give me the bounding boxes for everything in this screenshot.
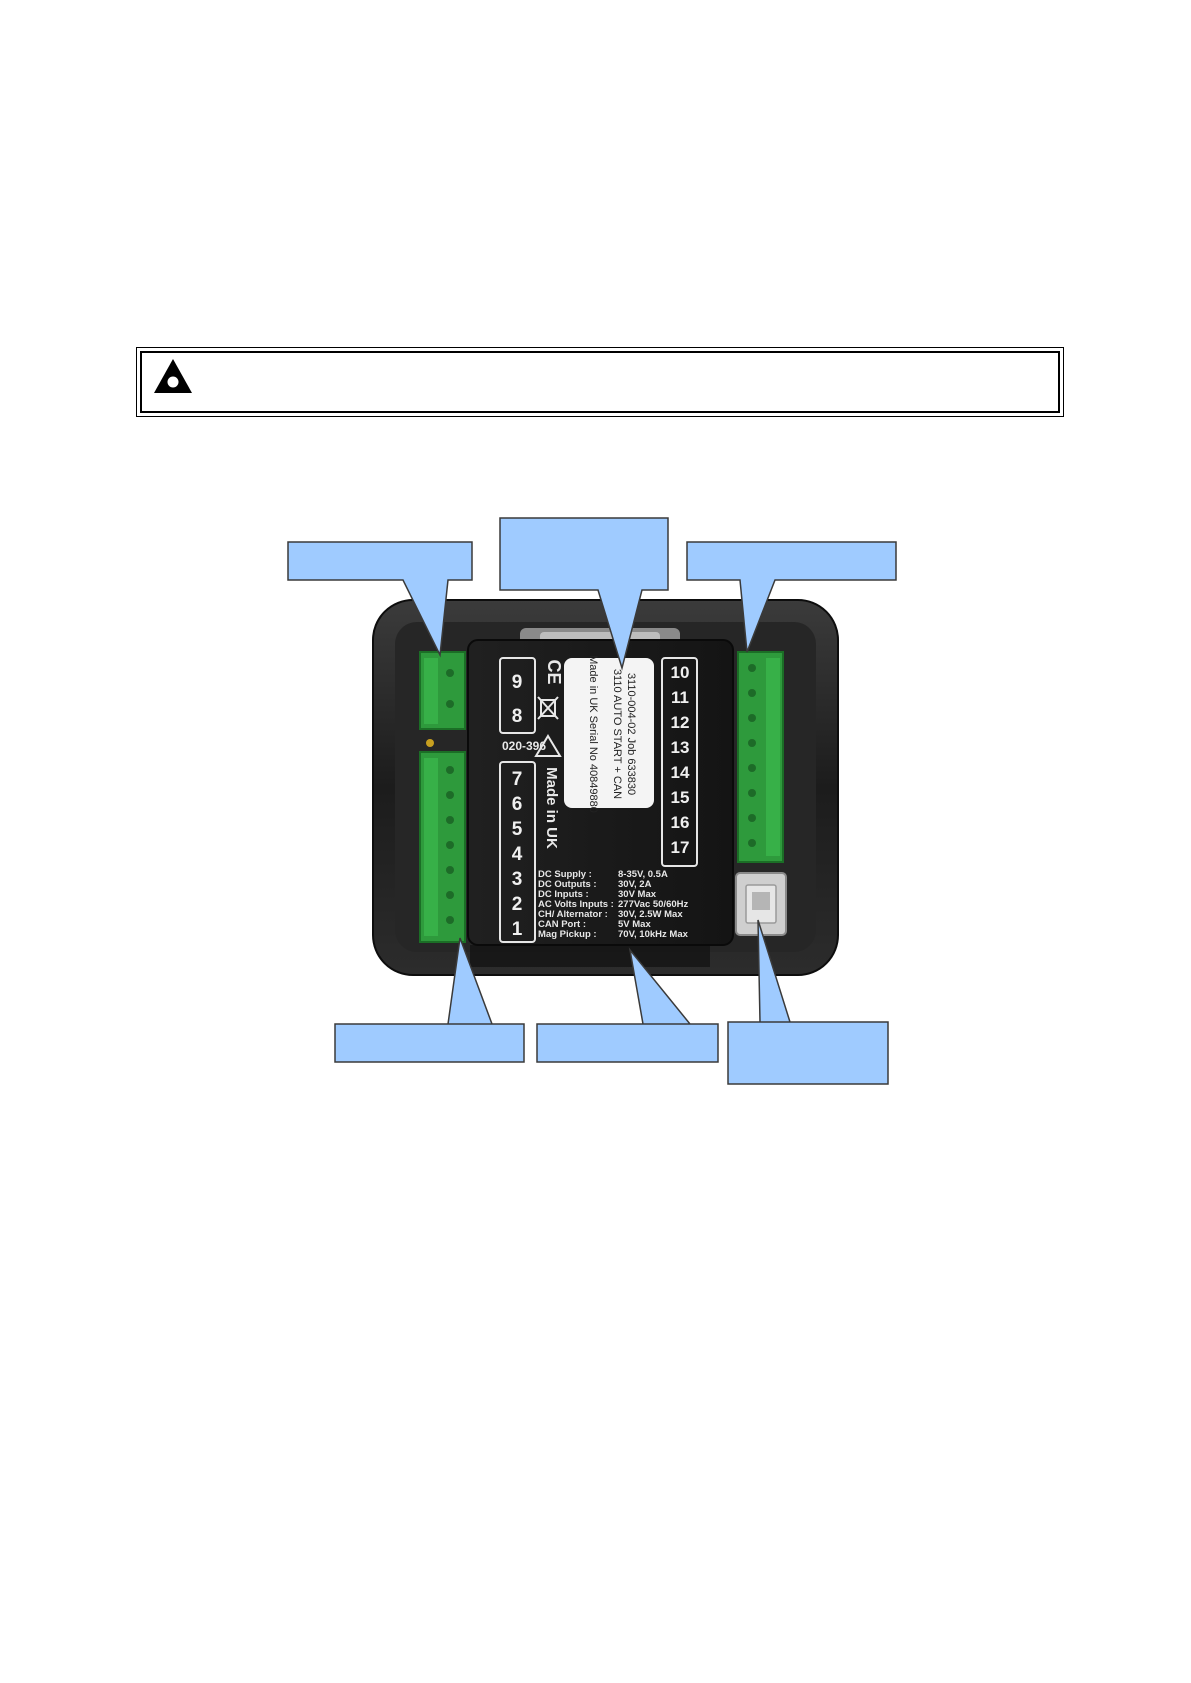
note-box-inner [140,351,1060,413]
callout-bottom-right [727,919,889,1085]
terminal-number: 12 [671,713,690,732]
label-line: 3110 AUTO START + CAN [611,669,623,799]
terminal-block-right [737,651,784,863]
note-triangle-icon [154,359,192,393]
spec-value: 70V, 10kHz Max [618,929,689,940]
made-in-uk-text: Made in UK [543,767,560,849]
weee-bin-icon [537,696,559,720]
callout-bottom-left [334,937,525,1063]
spec-name: AC Volts Inputs : [538,899,614,910]
callout-top-right [686,541,897,653]
terminal-number: 1 [512,919,523,940]
callout-top-center [499,517,669,671]
terminal-number: 3 [512,869,523,890]
terminal-number: 14 [671,763,690,782]
terminal-block-lower-left [419,751,466,943]
terminal-number: 2 [512,894,523,915]
terminal-number: 5 [512,819,523,840]
spec-name: DC Outputs : [538,879,597,890]
spec-name: DC Inputs : [538,889,589,900]
usb-b-port-icon [735,872,787,936]
spec-name: DC Supply : [538,869,592,880]
part-number: 020-396 [502,739,546,753]
spec-name: CH/ Alternator : [538,909,608,920]
terminal-number: 8 [512,706,523,727]
terminal-number: 4 [512,844,523,865]
product-label [564,658,654,808]
spec-value: 277Vac 50/60Hz [618,899,689,910]
spec-value: 30V Max [618,889,657,900]
callout-top-left [287,541,473,658]
terminal-number: 11 [671,688,689,707]
callout-bottom-center [536,947,719,1063]
label-line: 3110-004-02 Job 633830 [625,673,637,795]
terminal-number: 13 [671,738,690,757]
spec-value: 5V Max [618,919,651,930]
note-box [136,347,1064,417]
terminal-number: 6 [512,794,523,815]
terminal-block-upper-left [419,651,466,730]
spec-value: 30V, 2A [618,879,652,890]
recycle-icon [534,734,562,757]
terminal-number: 9 [512,672,523,693]
terminal-number: 10 [671,663,690,682]
spec-name: CAN Port : [538,919,586,930]
spec-value: 8-35V, 0.5A [618,869,668,880]
terminal-number: 15 [671,788,690,807]
label-line: Made in UK Serial No 40849880 [587,655,599,813]
ce-mark: CE [544,659,564,684]
terminal-number: 7 [512,769,523,790]
terminal-number: 16 [671,813,690,832]
spec-name: Mag Pickup : [538,929,597,940]
terminal-number: 17 [671,838,690,857]
spec-value: 30V, 2.5W Max [618,909,683,920]
